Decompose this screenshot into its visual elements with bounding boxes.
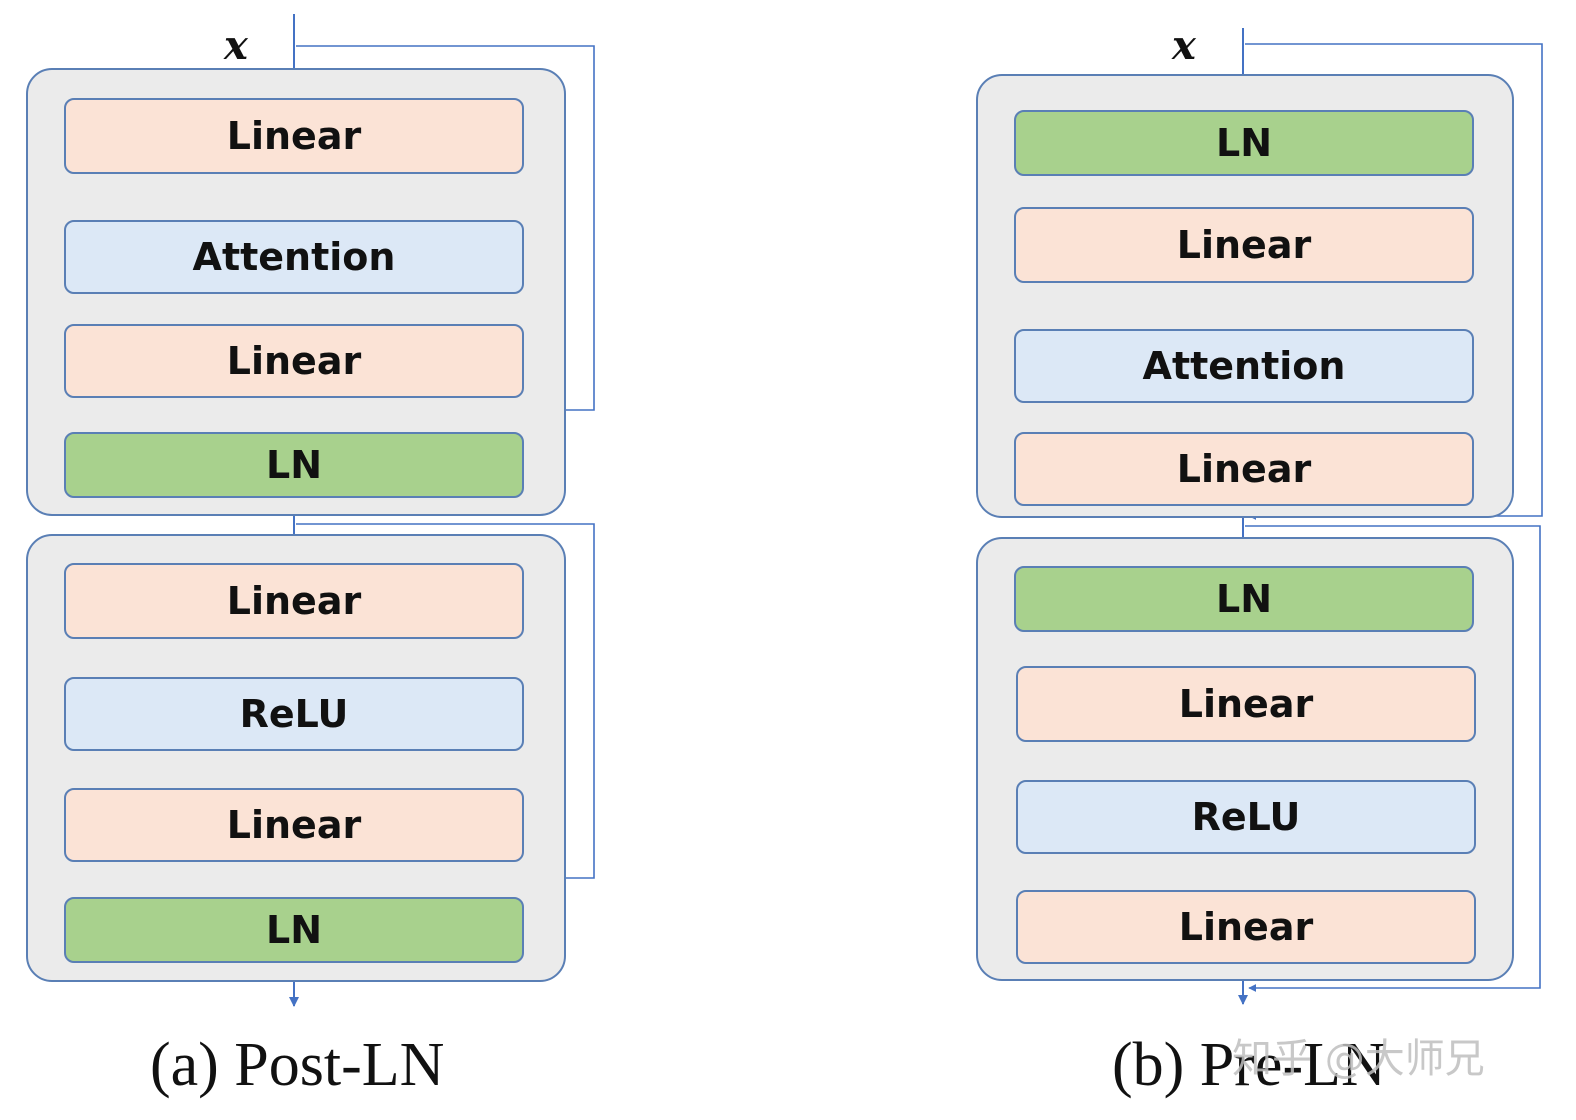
post-ln-relu-block: ReLU xyxy=(64,677,524,751)
pre-ln-layernorm-block: LN xyxy=(1014,110,1474,176)
post-ln-layernorm-block: LN xyxy=(64,897,524,963)
pre-ln-caption: (b) Pre-LN xyxy=(1112,1031,1386,1099)
post-ln-attention-block: Attention xyxy=(64,220,524,294)
post-ln-caption: (a) Post-LN xyxy=(150,1031,445,1099)
post-ln-layernorm-block: LN xyxy=(64,432,524,498)
pre-ln-attention-block: Attention xyxy=(1014,329,1474,403)
pre-ln-relu-block: ReLU xyxy=(1016,780,1476,854)
pre-ln-layernorm-block: LN xyxy=(1014,566,1474,632)
post-ln-linear-block: Linear xyxy=(64,324,524,398)
pre-ln-linear-block: Linear xyxy=(1016,890,1476,964)
post-ln-linear-block: Linear xyxy=(64,98,524,174)
post-ln-linear-block: Linear xyxy=(64,563,524,639)
pre-ln-linear-block: Linear xyxy=(1016,666,1476,742)
pre-ln-input-label: x xyxy=(1172,22,1196,69)
post-ln-linear-block: Linear xyxy=(64,788,524,862)
pre-ln-linear-block: Linear xyxy=(1014,207,1474,283)
pre-ln-linear-block: Linear xyxy=(1014,432,1474,506)
post-ln-input-label: x xyxy=(224,22,248,69)
watermark: 知乎 @大师兄 xyxy=(1232,1036,1485,1082)
residual-connection xyxy=(1245,525,1541,992)
